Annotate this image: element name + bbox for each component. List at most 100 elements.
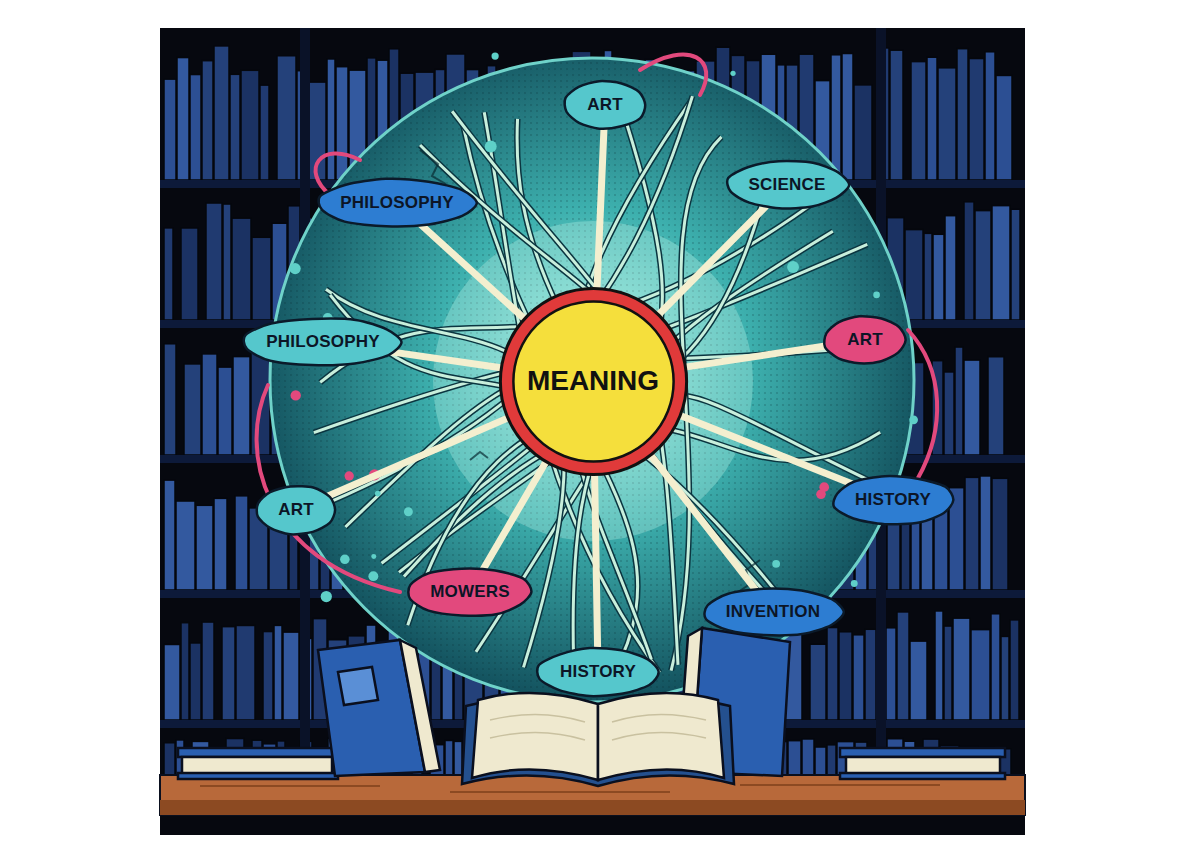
hub-circle: MEANING	[497, 285, 690, 478]
shelf-book	[827, 745, 836, 775]
topic-label: ART	[847, 330, 883, 350]
shelf-book	[788, 741, 801, 775]
shelf-book	[222, 627, 235, 720]
blob-shape	[727, 161, 849, 208]
topic-blob: ART	[563, 80, 647, 130]
shelf-book	[944, 626, 952, 720]
crack	[470, 452, 488, 460]
shelf-book	[164, 79, 176, 180]
shelf-book	[164, 644, 180, 720]
shelf-book	[202, 61, 213, 180]
splatter-dot	[491, 52, 498, 59]
splatter-dot	[772, 560, 780, 568]
shelf-book	[945, 216, 956, 320]
spoke-line	[650, 454, 755, 589]
shelf-book	[206, 203, 222, 320]
shelf-book	[233, 357, 250, 455]
shelf-book	[897, 612, 909, 720]
strand	[408, 171, 771, 625]
shelf-book	[232, 218, 251, 320]
spoke-line	[659, 207, 766, 315]
blob-shape	[833, 476, 953, 524]
pink-arc	[908, 330, 937, 478]
strand-outline	[408, 171, 771, 625]
topic-label: SCIENCE	[749, 175, 826, 195]
shelf-book	[196, 505, 213, 590]
splatter-dot	[259, 328, 266, 335]
shelf-book	[921, 500, 933, 590]
blob-shape	[244, 319, 402, 366]
table-books	[178, 628, 1005, 786]
shelf-book	[1010, 620, 1019, 720]
shelf-book	[181, 623, 189, 720]
spoke-line	[597, 128, 604, 288]
shelf-book	[853, 635, 864, 720]
topic-blob: PHILOSOPHY	[242, 317, 404, 367]
splatter-dot	[340, 555, 350, 565]
shelf-book	[957, 49, 968, 180]
shelf-book	[975, 211, 991, 320]
splatter-dot	[291, 390, 301, 400]
strand-outline	[452, 111, 678, 665]
shelf-book	[274, 625, 282, 720]
shelf-book	[992, 206, 1010, 320]
book-cover	[178, 748, 338, 757]
topic-label: ART	[278, 500, 314, 520]
shelf-book	[988, 357, 1004, 455]
shelf-book	[283, 632, 299, 720]
blob-shape	[319, 179, 477, 227]
wood-grain	[200, 785, 940, 792]
shelf-book	[980, 476, 991, 590]
hub-core	[513, 301, 673, 461]
shelf-book	[252, 237, 271, 320]
shelf-book	[839, 632, 852, 720]
shelf-book	[842, 53, 853, 180]
shelf-book	[890, 50, 903, 180]
shelf-book	[164, 480, 175, 590]
pink-arc	[257, 385, 400, 592]
shelf-book	[985, 52, 995, 180]
table-edge	[160, 800, 1025, 815]
splatter-dot	[873, 292, 880, 299]
spoke-line	[328, 418, 508, 496]
splatter-dot	[909, 416, 918, 425]
splatter-dot	[375, 491, 381, 497]
shelf-book	[223, 204, 231, 320]
book-cover	[840, 773, 1005, 779]
strand	[328, 96, 693, 503]
shelf-book	[815, 747, 826, 775]
crack	[420, 150, 446, 184]
splatter-dots	[259, 52, 918, 702]
topic-blob: SCIENCE	[725, 160, 850, 210]
pink-arc	[316, 153, 360, 195]
topic-label: MOWERS	[430, 582, 510, 602]
splatter-dot	[764, 164, 774, 174]
topic-blob: HISTORY	[831, 475, 956, 525]
shelf-book	[277, 56, 296, 180]
shelf-book	[911, 62, 926, 180]
topic-blob: ART	[823, 315, 907, 365]
shelf-book	[1011, 209, 1020, 320]
shelf-book	[235, 496, 248, 590]
strand	[452, 111, 678, 665]
topic-label: PHILOSOPHY	[340, 193, 453, 213]
strand	[404, 426, 880, 577]
shelf-book	[241, 70, 259, 180]
splatter-dot	[730, 71, 735, 76]
shelf-book	[263, 632, 273, 720]
shelf-book	[218, 367, 232, 455]
shelf-book	[184, 364, 201, 455]
blob-shape	[257, 486, 335, 534]
topic-blob: HISTORY	[536, 647, 661, 697]
cracks	[420, 150, 760, 592]
book-cover	[840, 748, 1005, 757]
shelf-book	[886, 628, 896, 720]
shelf-book	[953, 618, 970, 720]
open-book-page	[598, 693, 724, 780]
shelf-book	[971, 630, 990, 720]
shelf-book	[802, 739, 814, 775]
shelf-book	[969, 59, 984, 180]
shelf-book	[164, 743, 175, 775]
